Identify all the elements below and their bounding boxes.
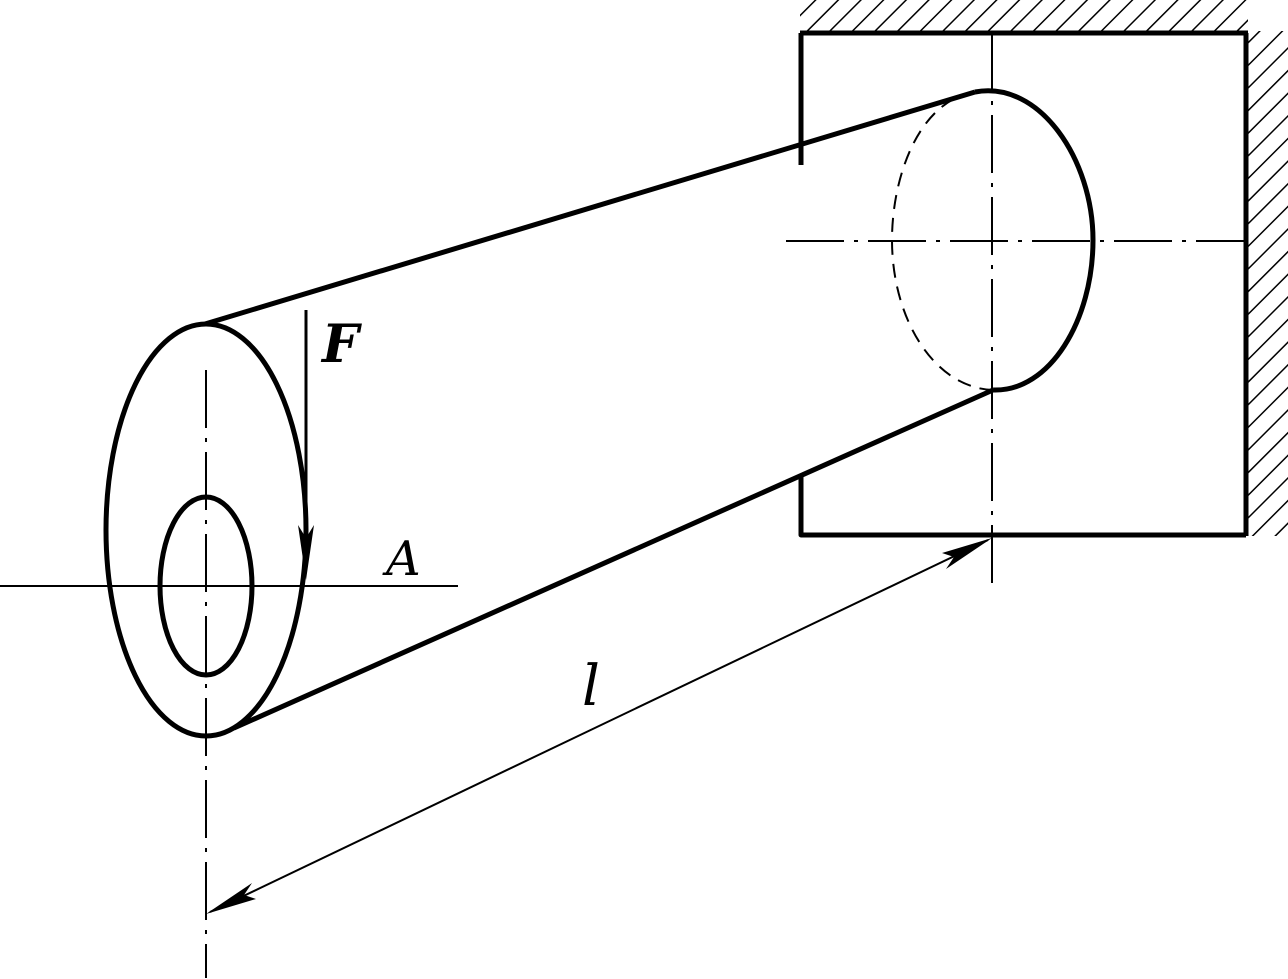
force-label: F [320,314,362,375]
embedded-section-visible [974,88,1096,393]
point-label: A [382,531,421,587]
length-label: l [582,654,600,719]
length-arrow-head-right [942,538,992,569]
tube-bottom-edge [232,387,995,731]
force-arrow-head [298,525,314,580]
tube-top-edge [204,89,976,327]
embedded-section-hidden [890,91,994,391]
wall-hatch-right [1248,31,1288,536]
wall-hatch-top [800,0,1248,31]
support-block-lower [798,475,1246,538]
length-dimension-line [209,539,989,913]
length-arrow-head-left [206,883,256,914]
